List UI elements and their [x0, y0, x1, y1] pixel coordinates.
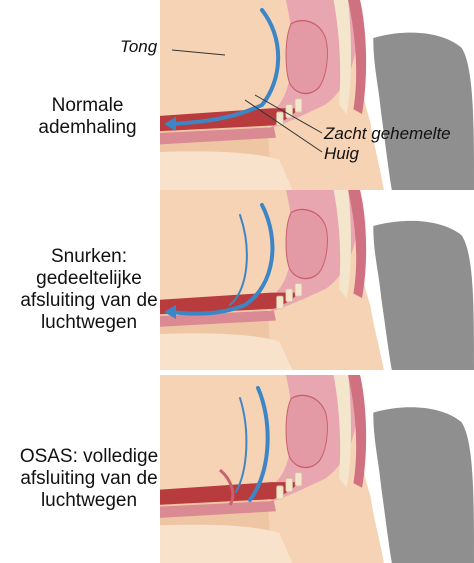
callout-tongue: Tong	[120, 38, 157, 56]
panel-osas	[160, 375, 474, 563]
panel-normal	[160, 0, 474, 190]
caption-snoring: Snurken: gedeeltelijke afsluiting van de…	[4, 246, 174, 334]
caption-osas: OSAS: volledige afsluiting van de luchtw…	[4, 446, 174, 512]
callout-soft-palate: Zacht gehemelte	[324, 125, 451, 143]
callout-uvula: Huig	[324, 145, 359, 163]
panel-snoring	[160, 190, 474, 370]
caption-normal: Normale ademhaling	[20, 95, 155, 139]
